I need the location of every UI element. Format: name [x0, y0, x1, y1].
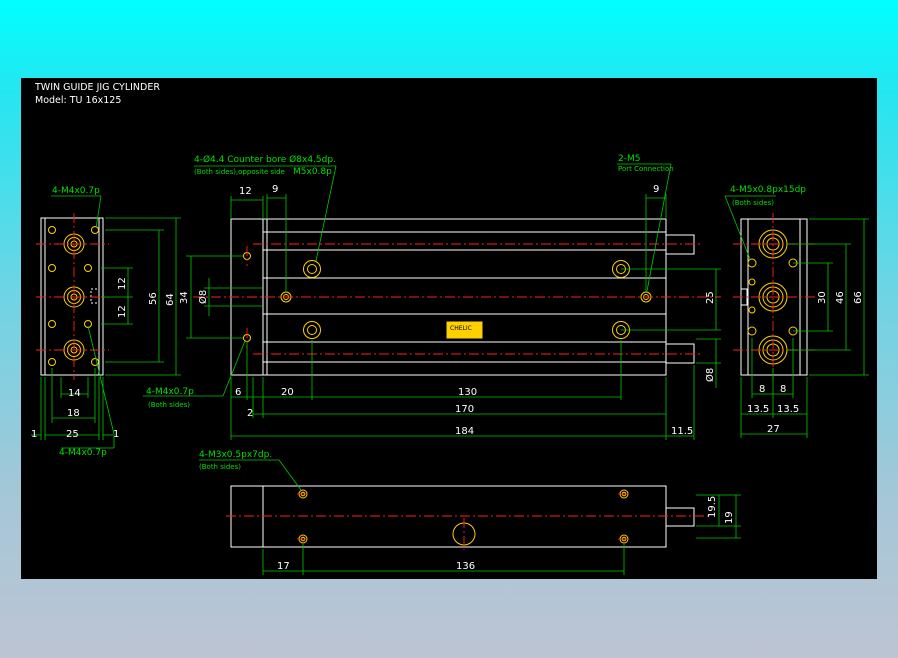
note-counter-bore-sub-large: M5x0.8p: [293, 167, 332, 177]
note-port-sub: Port Connection: [618, 165, 674, 173]
dim-right-46: 46: [835, 291, 846, 304]
dim-left-1b: 1: [113, 429, 119, 440]
dim-main-9a: 9: [272, 184, 278, 195]
note-counter-bore: 4-Ø4.4 Counter bore Ø8x4.5dp.: [194, 154, 336, 165]
dim-main-11-5: 11.5: [671, 426, 693, 437]
dim-main-d8: Ø8: [197, 290, 209, 304]
dim-left-14: 14: [68, 388, 81, 399]
dim-left-12a: 12: [117, 277, 128, 290]
cad-drawing: TWIN GUIDE JIG CYLINDER Model: TU 16x125: [31, 82, 869, 575]
note-port: 2-M5: [618, 154, 640, 164]
chelic-badge-text: CHELIC: [450, 325, 472, 332]
bottom-view: 4-M3x0.5px7dp. (Both sides) 17 136 19.5 …: [199, 450, 741, 575]
dim-main-130: 130: [458, 387, 477, 398]
dim-bottom-19-5: 19.5: [707, 496, 718, 518]
note-front-mount-bottom: 4-M4x0.7p: [59, 448, 107, 458]
dim-right-27: 27: [767, 424, 780, 435]
dim-main-d8b: Ø8: [704, 368, 716, 382]
dim-main-20: 20: [281, 387, 294, 398]
left-end-outline: [40, 217, 104, 376]
dim-main-12: 12: [239, 186, 252, 197]
note-counter-bore-sub-small: (Both sides),opposite side: [194, 168, 285, 176]
dim-main-2: 2: [247, 408, 253, 419]
dim-main-6: 6: [235, 387, 241, 398]
dim-bottom-19: 19: [724, 511, 735, 524]
dim-left-56: 56: [148, 292, 159, 305]
dim-right-66: 66: [853, 291, 864, 304]
cad-drawing-panel: TWIN GUIDE JIG CYLINDER Model: TU 16x125: [21, 78, 877, 579]
bottom-guide-rod: [665, 507, 695, 527]
note-side-mount: 4-M4x0.7p: [146, 387, 194, 397]
dim-main-170: 170: [455, 404, 474, 415]
lower-guide-rod: [665, 343, 695, 364]
note-bottom-mount-sub: (Both sides): [199, 463, 241, 471]
dim-main-34: 34: [179, 291, 190, 304]
note-front-mount: 4-M4x0.7p: [52, 186, 100, 196]
dim-main-184: 184: [455, 426, 474, 437]
bottom-end-plate: [230, 485, 264, 548]
right-end-view: 4-M5x0.8px15dp (Both sides) 30 46 66 8 8…: [724, 185, 869, 438]
dim-right-8b: 8: [780, 384, 786, 395]
note-side-mount-sub: (Both sides): [148, 401, 190, 409]
dim-bottom-136: 136: [456, 561, 475, 572]
dim-left-1a: 1: [31, 429, 37, 440]
chelic-badge: [446, 321, 483, 339]
main-side-view: CHELIC: [143, 154, 721, 440]
dim-left-25: 25: [66, 429, 79, 440]
drawing-title: TWIN GUIDE JIG CYLINDER: [34, 82, 160, 93]
note-bottom-mount: 4-M3x0.5px7dp.: [199, 450, 272, 460]
dim-left-18: 18: [67, 408, 80, 419]
dim-right-13-5a: 13.5: [747, 404, 769, 415]
note-rear-mount-sub: (Both sides): [732, 199, 774, 207]
dim-left-64: 64: [165, 293, 176, 306]
drawing-model: Model: TU 16x125: [35, 95, 121, 106]
bottom-holes: [298, 489, 629, 546]
dim-main-9b: 9: [653, 184, 659, 195]
dim-right-13-5b: 13.5: [777, 404, 799, 415]
dim-left-12b: 12: [117, 305, 128, 318]
upper-guide-rod: [665, 234, 695, 255]
dim-right-30: 30: [817, 291, 828, 304]
dim-main-25: 25: [705, 291, 716, 304]
bottom-body-outline: [262, 485, 667, 548]
note-rear-mount: 4-M5x0.8px15dp: [730, 185, 806, 195]
dim-right-8a: 8: [759, 384, 765, 395]
left-end-view: 4-M4x0.7p 4-M4x0.7p 14 18 25 1 1 12 12 5…: [31, 186, 181, 458]
dim-bottom-17: 17: [277, 561, 290, 572]
